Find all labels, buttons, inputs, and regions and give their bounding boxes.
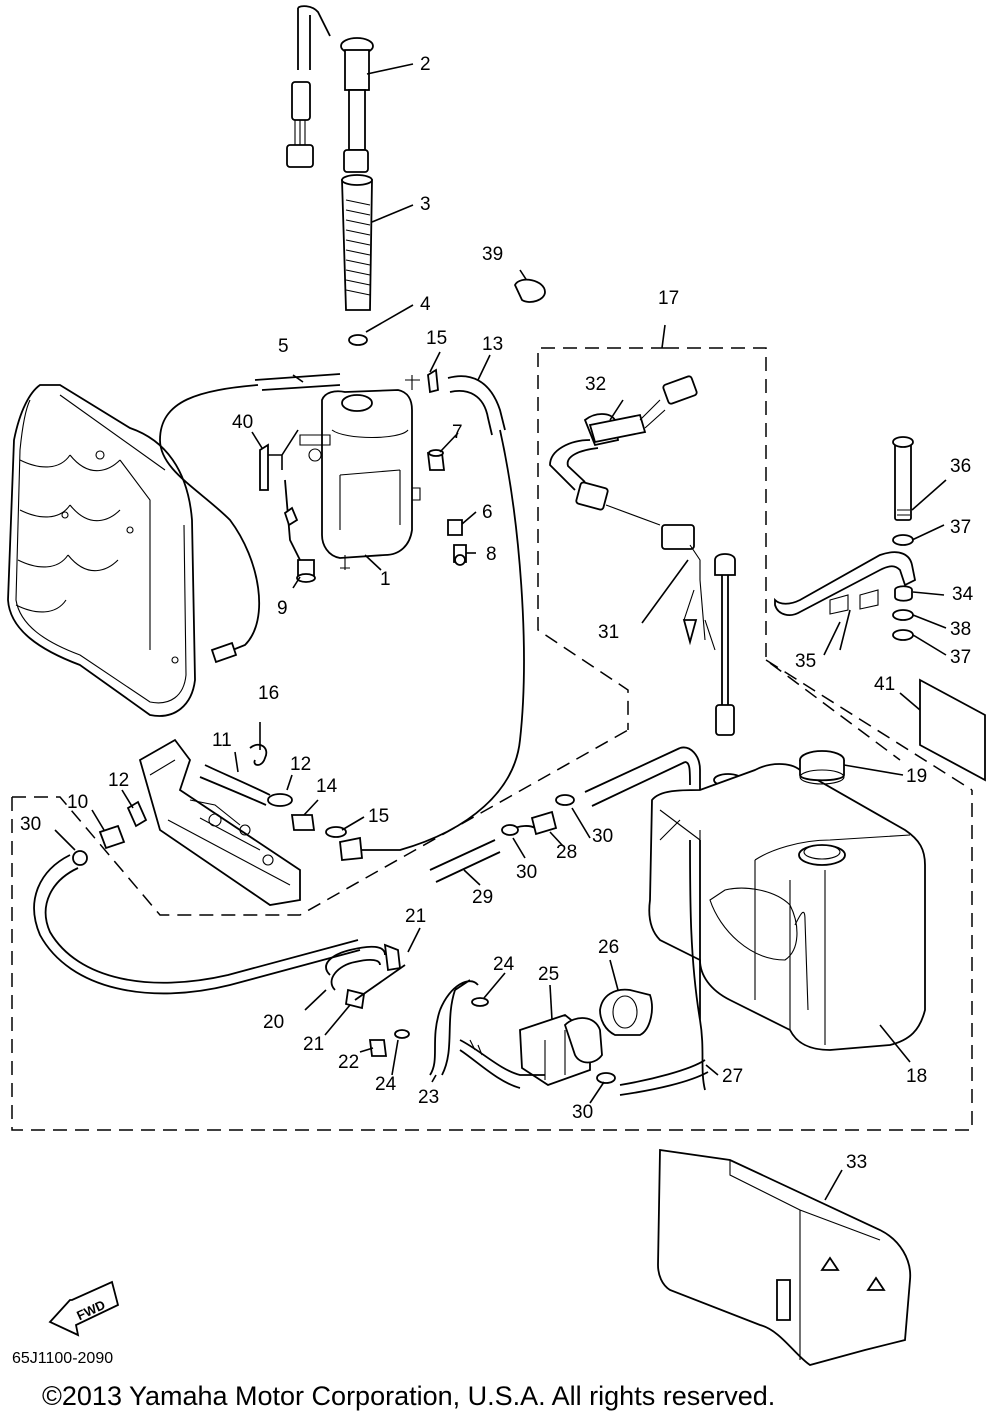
callout-20: 20	[263, 1012, 284, 1033]
callout-35: 35	[795, 651, 816, 672]
callout-15a: 15	[426, 328, 447, 349]
callout-32: 32	[585, 374, 606, 395]
main-oil-tank	[648, 763, 926, 1091]
callout-25: 25	[538, 964, 559, 985]
callout-40: 40	[232, 412, 253, 433]
fwd-arrow-icon	[48, 1280, 120, 1337]
callout-8: 8	[486, 544, 497, 565]
callout-34: 34	[952, 584, 974, 605]
lower-bracket	[138, 738, 301, 906]
clamp-39	[514, 278, 546, 303]
callout-10: 10	[67, 792, 88, 813]
callout-39: 39	[482, 244, 503, 265]
caution-label	[919, 678, 986, 782]
callout-6: 6	[482, 502, 493, 523]
callout-30c: 30	[592, 826, 613, 847]
callout-24b: 24	[375, 1074, 397, 1095]
tank-band-bracket	[774, 436, 917, 641]
oil-tank-cap	[799, 750, 845, 785]
callout-3: 3	[420, 194, 431, 215]
callout-1: 1	[380, 569, 391, 590]
hoses-lower-left	[33, 793, 361, 995]
level-sensor-assembly	[549, 375, 743, 787]
callout-5: 5	[278, 336, 289, 357]
callout-26: 26	[598, 937, 619, 958]
sub-oil-tank	[299, 375, 421, 570]
oil-filler-assembly	[286, 5, 374, 346]
callout-4: 4	[420, 294, 431, 315]
leader-lines	[54, 63, 947, 1201]
callout-21b: 21	[303, 1034, 324, 1055]
callout-2: 2	[420, 54, 431, 75]
callout-9: 9	[277, 598, 288, 619]
oil-pump-assembly	[325, 943, 709, 1096]
callout-27: 27	[722, 1066, 743, 1087]
callout-28: 28	[556, 842, 577, 863]
tank-small-parts	[259, 368, 467, 583]
callout-21a: 21	[405, 906, 426, 927]
callout-30d: 30	[572, 1102, 593, 1123]
callout-30b: 30	[516, 862, 537, 883]
hoses-middle	[429, 746, 701, 883]
callout-41: 41	[874, 674, 895, 695]
callout-22: 22	[338, 1052, 359, 1073]
callout-12a: 12	[108, 770, 129, 791]
callout-37a: 37	[950, 517, 971, 538]
callout-29: 29	[472, 887, 493, 908]
callout-23: 23	[418, 1087, 439, 1108]
callout-19: 19	[906, 766, 927, 787]
hoses-upper	[159, 373, 525, 861]
callout-38: 38	[950, 619, 971, 640]
callout-12b: 12	[290, 754, 311, 775]
callout-36: 36	[950, 456, 971, 477]
callout-17: 17	[658, 288, 679, 309]
callout-33: 33	[846, 1152, 867, 1173]
diagram-code: 65J1100-2090	[12, 1350, 113, 1367]
callout-13: 13	[482, 334, 503, 355]
callout-7: 7	[452, 422, 463, 443]
callout-11: 11	[212, 730, 232, 751]
dashed-group-outlines	[11, 347, 973, 1131]
callout-24a: 24	[493, 954, 515, 975]
copyright-text: ©2013 Yamaha Motor Corporation, U.S.A. A…	[42, 1381, 775, 1411]
callout-31: 31	[598, 622, 619, 643]
callout-15b: 15	[368, 806, 389, 827]
engine-cover	[7, 384, 196, 717]
callout-16: 16	[258, 683, 279, 704]
callout-numbers: 1 2 3 4 5 6 7 8 9 10 11 12 12 13 14 15 1…	[20, 54, 974, 1173]
callout-30a: 30	[20, 814, 41, 835]
oil-tank-tray	[657, 1148, 912, 1366]
callout-18: 18	[906, 1066, 927, 1087]
callout-14: 14	[316, 776, 338, 797]
callout-37b: 37	[950, 647, 971, 668]
